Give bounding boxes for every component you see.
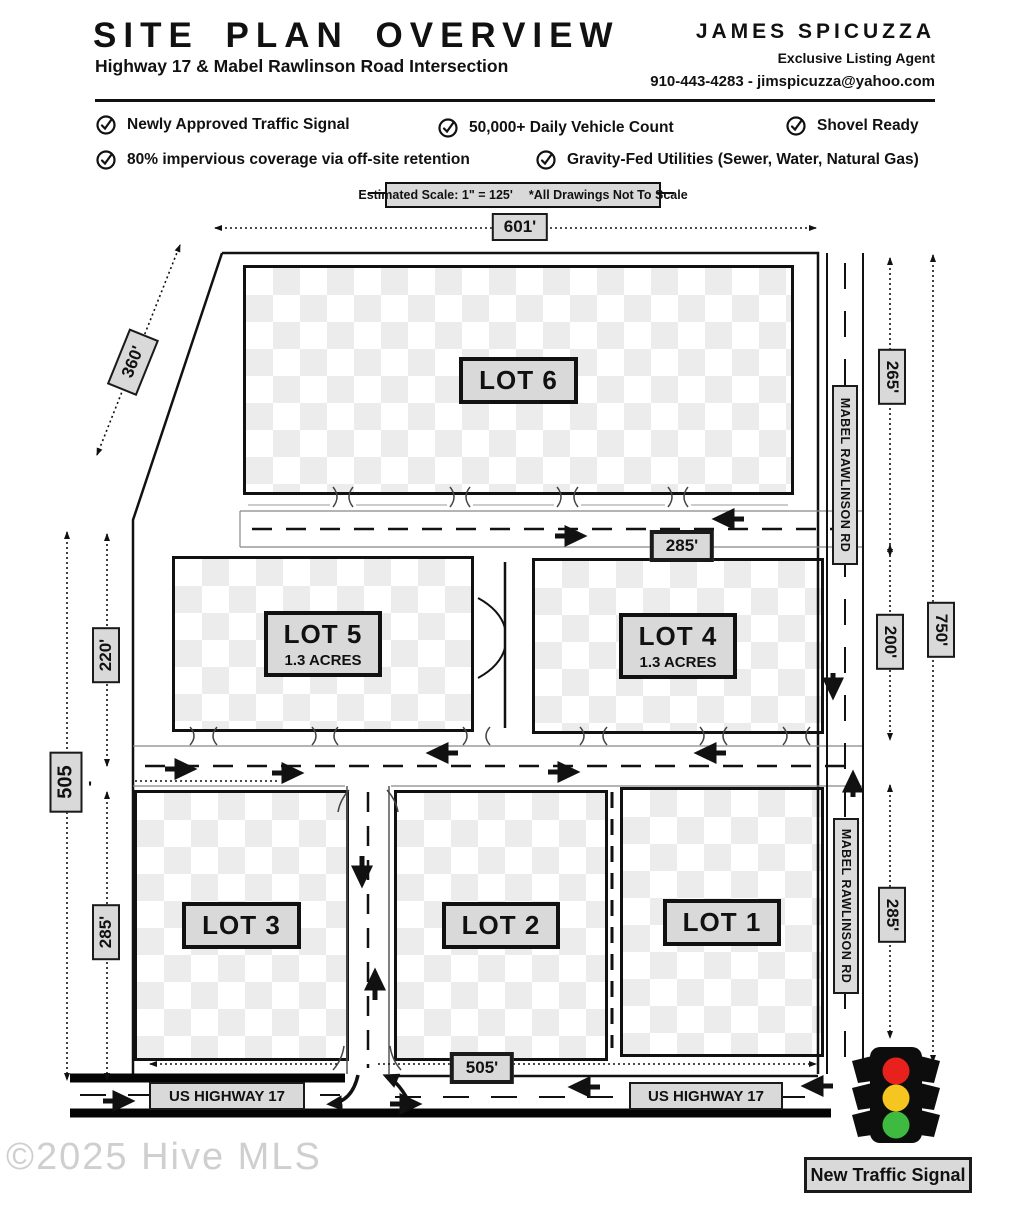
road-label-us17-left: US HIGHWAY 17 [149,1082,305,1110]
left-turn-arrow [326,1074,360,1111]
check-circle-icon [96,150,116,170]
dim-left-total: 505 [49,751,83,813]
dim-left-upper: 220' [92,626,120,684]
lot-4-parcel: LOT 4 1.3 ACRES [532,558,824,734]
feature-shovel-ready: Shovel Ready [785,115,919,137]
red-light [882,1057,910,1085]
dim-top: 601' [491,213,549,241]
road-label-mabel-lower: MABEL RAWLINSON RD [833,818,859,994]
lot-2-label: LOT 2 [441,902,561,949]
lot-3-parcel: LOT 3 [134,790,349,1061]
check-circle-icon [438,118,458,138]
lot-6-parcel: LOT 6 [243,265,794,495]
dim-right-upper: 265' [878,348,906,406]
dim-right-lower: 285' [878,886,906,944]
dim-mid-road: 285' [649,530,715,562]
access-road-upper [239,508,863,548]
lot-4-label: LOT 4 1.3 ACRES [618,613,738,679]
lot-5-label: LOT 5 1.3 ACRES [263,611,383,677]
lot-name: LOT 6 [479,364,558,395]
green-light [882,1111,910,1139]
agent-role: Exclusive Listing Agent [777,50,935,66]
scale-note: Estimated Scale: 1" = 125' *All Drawings… [358,182,688,208]
lot-6-label: LOT 6 [459,356,578,404]
feature-utilities: Gravity-Fed Utilities (Sewer, Water, Nat… [535,149,919,171]
lot-2-parcel: LOT 2 [394,790,608,1061]
lot-name: LOT 2 [461,910,541,940]
check-circle-icon [536,150,556,170]
yellow-light [882,1084,910,1112]
lot-5-parcel: LOT 5 1.3 ACRES [172,556,474,732]
page-subtitle: Highway 17 & Mabel Rawlinson Road Inters… [95,56,509,76]
scale-disclaimer: *All Drawings Not To Scale [528,188,688,202]
dim-right-mid: 200' [876,613,904,671]
lot-name: LOT 5 [283,619,363,649]
lot-1-label: LOT 1 [662,898,782,946]
dim-diagonal: 360' [106,328,160,396]
feature-vehicle-count: 50,000+ Daily Vehicle Count [437,117,674,139]
lot-3-label: LOT 3 [182,902,301,949]
lot-1-parcel: LOT 1 [620,787,824,1057]
lot-name: LOT 3 [202,910,281,940]
lot-acreage: 1.3 ACRES [284,652,362,669]
watermark: ©2025 Hive MLS [6,1136,322,1178]
dim-left-lower: 285' [92,903,120,961]
lot5-lot4-divider [477,562,507,728]
road-label-mabel-upper: MABEL RAWLINSON RD [832,385,858,565]
agent-contact: 910-443-4283 - jimspicuzza@yahoo.com [650,73,935,90]
scale-text: Estimated Scale: 1" = 125' [358,188,513,202]
page-title: SITE PLAN OVERVIEW [93,16,620,55]
agent-name: JAMES SPICUZZA [695,20,935,43]
dim-right-total: 750' [927,601,955,659]
feature-impervious-coverage: 80% impervious coverage via off-site ret… [95,149,470,171]
lot-name: LOT 4 [638,621,718,651]
feature-label: Gravity-Fed Utilities (Sewer, Water, Nat… [567,151,919,168]
feature-traffic-signal: Newly Approved Traffic Signal [95,114,350,136]
check-circle-icon [96,115,116,135]
traffic-light-icon [852,1047,940,1143]
lot-acreage: 1.3 ACRES [639,654,717,671]
feature-label: 80% impervious coverage via off-site ret… [127,151,470,168]
header-divider [95,99,935,102]
dim-bottom: 505' [449,1052,515,1084]
middle-road [133,742,863,787]
feature-label: Newly Approved Traffic Signal [127,116,350,133]
feature-label: 50,000+ Daily Vehicle Count [469,119,674,136]
check-circle-icon [786,116,806,136]
lot-name: LOT 1 [682,906,762,937]
road-label-us17-right: US HIGHWAY 17 [629,1082,783,1110]
feature-label: Shovel Ready [817,117,919,134]
right-turn-arrow [382,1073,414,1109]
dim-left-total-tick: ' [88,778,93,797]
new-traffic-signal-label: New Traffic Signal [804,1157,972,1193]
